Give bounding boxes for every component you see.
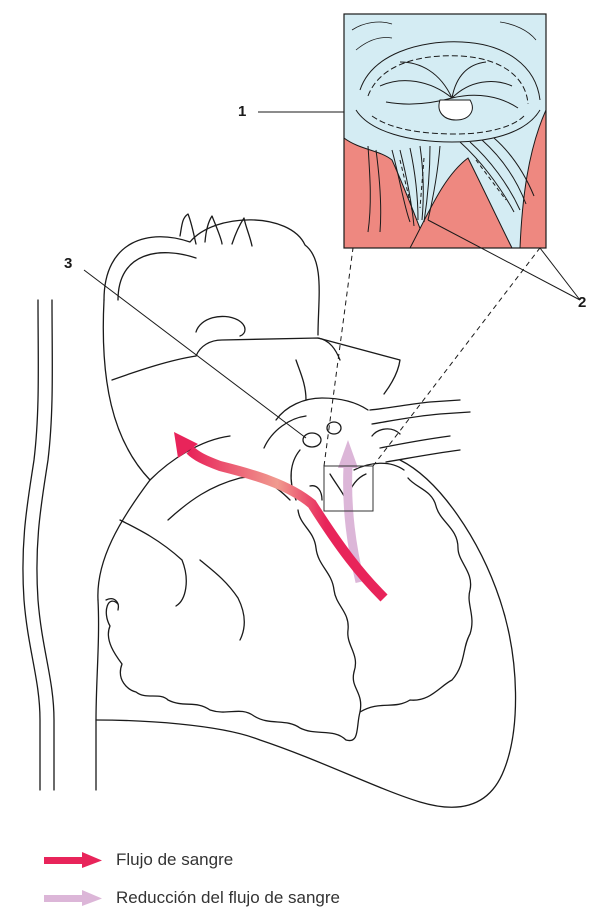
callout-1: 1 — [238, 104, 246, 119]
legend-label: Reducción del flujo de sangre — [116, 888, 340, 908]
arrow-icon — [44, 852, 102, 868]
legend-label: Flujo de sangre — [116, 850, 233, 870]
legend-item-blood-flow: Flujo de sangre — [44, 848, 233, 872]
zoom-connector-lines — [324, 240, 546, 466]
legend-item-reduced-flow: Reducción del flujo de sangre — [44, 886, 340, 910]
heart-outline — [23, 214, 516, 807]
arrow-icon — [44, 890, 102, 906]
valve-inset — [344, 14, 546, 248]
callout-2: 2 — [578, 295, 586, 310]
callout-3: 3 — [64, 256, 72, 271]
